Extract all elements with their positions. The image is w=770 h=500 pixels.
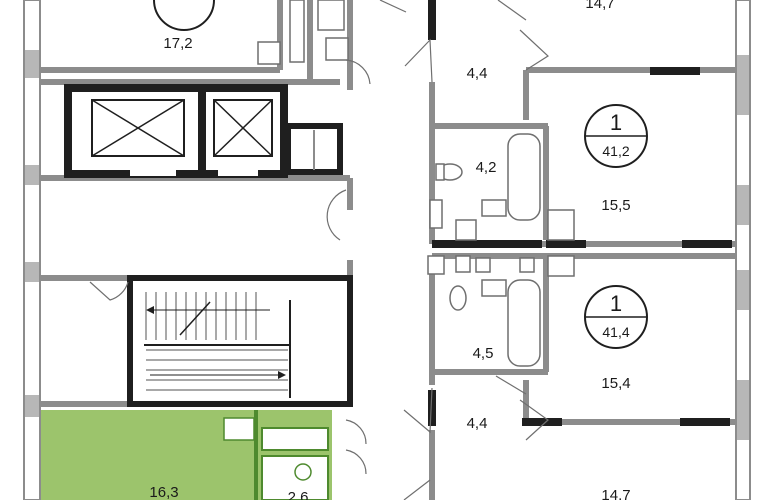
sink-b: [481, 279, 507, 297]
sink-a: [481, 199, 507, 217]
highlighted-wc-inner: [261, 455, 329, 500]
right-facade: [735, 0, 751, 500]
room-area-living-b: 15,4: [601, 375, 630, 392]
right-window-1: [737, 55, 749, 115]
top-left-badge-partial: [153, 0, 215, 31]
top-left-bath: [257, 0, 349, 65]
highlighted-room-fill: [40, 410, 256, 500]
left-window-3: [25, 262, 39, 282]
room-area-hall-a: 4,4: [467, 65, 488, 82]
apartment-badge-1[interactable]: 1 41,2: [584, 104, 648, 168]
room-area-living-a: 15,5: [601, 197, 630, 214]
room-area-bath-b: 4,5: [473, 345, 494, 362]
bathtub-a: [507, 133, 541, 221]
room-area-bath-a: 4,2: [476, 159, 497, 176]
room-area-bottom-right: 14,7: [601, 487, 630, 500]
dark-partitions: [428, 0, 732, 426]
room-area-hall-b: 4,4: [467, 415, 488, 432]
left-window-4: [25, 395, 39, 417]
apartment-badge-2[interactable]: 1 41,4: [584, 285, 648, 349]
apartment-rooms-count: 1: [610, 110, 622, 135]
highlighted-toilet: [294, 463, 312, 481]
room-area-green-bath: 2,6: [288, 489, 309, 500]
toilet-b: [449, 285, 467, 311]
apartment-total-area: 41,4: [602, 324, 629, 340]
room-area-top-right: 14,7: [585, 0, 614, 12]
left-facade: [23, 0, 41, 500]
elevator-shafts: [64, 84, 343, 178]
right-block-doors: [379, 0, 549, 500]
left-window-1: [25, 50, 39, 78]
exterior-walls: [23, 0, 751, 500]
room-area-green: 16,3: [149, 484, 178, 500]
right-block-fixtures: [427, 133, 575, 367]
apartment-rooms-count: 1: [610, 291, 622, 316]
highlighted-apartment[interactable]: [40, 410, 332, 500]
right-window-3: [737, 270, 749, 310]
right-window-2: [737, 185, 749, 225]
apartment-total-area: 41,2: [602, 143, 629, 159]
bathtub-b: [507, 279, 541, 367]
highlighted-bath-inner: [261, 427, 329, 451]
highlighted-sink: [223, 417, 255, 441]
stairwell: [127, 275, 353, 407]
room-labels: 17,2 14,7 4,4 4,2 15,5 4,5 15,4 4,4 14,7…: [149, 0, 630, 500]
left-block-doors: [89, 59, 371, 475]
left-window-2: [25, 165, 39, 185]
room-area-top-left: 17,2: [163, 35, 192, 52]
right-window-4: [737, 380, 749, 440]
